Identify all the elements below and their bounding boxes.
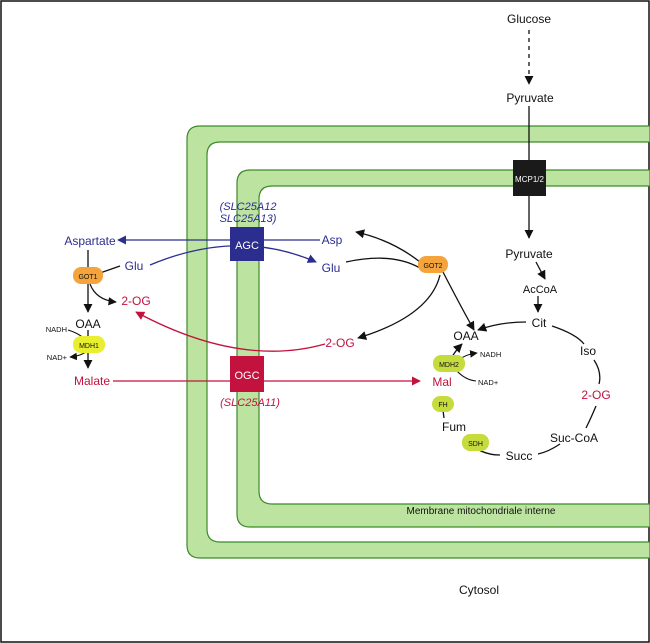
got2-to-asp-arrow [355,229,421,263]
got1-enzyme: GOT1 [73,267,103,284]
agc-transporter: AGC [230,227,264,261]
got1-glu-line [99,265,121,274]
succoa-succ-arc [537,443,561,455]
oaa-cit-arrow [477,321,527,332]
malate-label: Malate [74,374,110,388]
nadh-matrix-label: NADH [480,350,501,359]
asp-matrix-label: Asp [322,233,343,247]
inner-membrane [236,169,650,528]
cit-label: Cit [532,316,547,330]
2og-succoa-arc [585,405,597,429]
got1-to-2og-arrow [89,283,117,306]
got2-to-2og-arrow [357,274,441,340]
glucose-label: Glucose [507,12,551,26]
outer-membrane [186,125,650,559]
oaa-cytosol-label: OAA [75,317,100,331]
got2-enzyme: GOT2 [418,256,448,273]
ogc-label: OGC [234,370,259,382]
svg-text:MDH2: MDH2 [439,362,459,369]
2og-tca-label: 2-OG [581,388,610,402]
glu-to-got2-line [345,257,421,269]
2og-export-arrow [135,311,326,352]
fum-label: Fum [442,420,466,434]
agc-gene-line-2: SLC25A13) [220,213,277,225]
oaa-matrix-label: OAA [453,329,478,343]
got2-to-oaa-arrow [442,271,475,331]
succoa-label: Suc-CoA [550,431,598,445]
svg-text:GOT1: GOT1 [78,274,97,281]
iso-label: Iso [580,344,596,358]
mal-matrix-label: Mal [432,375,451,389]
pyruvate-to-accoa-arrow [535,261,546,280]
svg-text:MDH1: MDH1 [79,343,99,350]
2og-matrix-label: 2-OG [325,336,354,350]
mcp-label: MCP1/2 [515,175,544,184]
nadplus-matrix-label: NAD+ [478,378,499,387]
ogc-gene-label: (SLC25A11) [220,397,280,409]
fh-enzyme: FH [432,396,454,412]
nadh-cytosol-label: NADH [46,325,67,334]
svg-text:FH: FH [438,402,447,409]
2og-cytosol-label: 2-OG [121,294,150,308]
pyruvate-matrix-label: Pyruvate [505,247,553,261]
sdh-enzyme: SDH [462,434,489,451]
pyruvate-cytosol-label: Pyruvate [506,91,554,105]
accoa-label: AcCoA [523,284,558,296]
aspartate-label: Aspartate [64,234,116,248]
membrane-caption: Membrane mitochondriale interne [407,506,556,517]
agc-gene-line-1: (SLC25A12 [220,201,277,213]
mcp-transporter: MCP1/2 [513,160,546,196]
cit-iso-arc [551,325,585,345]
cytosol-label: Cytosol [459,583,499,597]
iso-2og-arc [593,359,601,385]
ogc-transporter: OGC [230,356,264,392]
svg-text:SDH: SDH [468,441,483,448]
mdh1-enzyme: MDH1 [73,336,105,353]
svg-text:GOT2: GOT2 [423,263,442,270]
glu-cytosol-label: Glu [125,259,144,273]
glu-matrix-label: Glu [322,261,341,275]
nadplus-cytosol-label: NAD+ [47,353,68,362]
mdh2-enzyme: MDH2 [433,355,465,372]
agc-label: AGC [235,240,259,252]
succ-label: Succ [506,449,533,463]
